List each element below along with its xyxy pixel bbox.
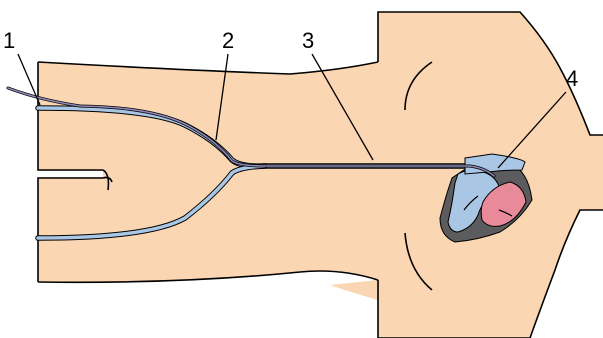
- callout-label-4: 4: [566, 66, 578, 91]
- callout-label-2: 2: [222, 28, 234, 53]
- callout-label-1: 1: [3, 28, 15, 53]
- callout-label-3: 3: [302, 28, 314, 53]
- cut-gap: [35, 171, 103, 177]
- callout-line-1: [18, 54, 40, 105]
